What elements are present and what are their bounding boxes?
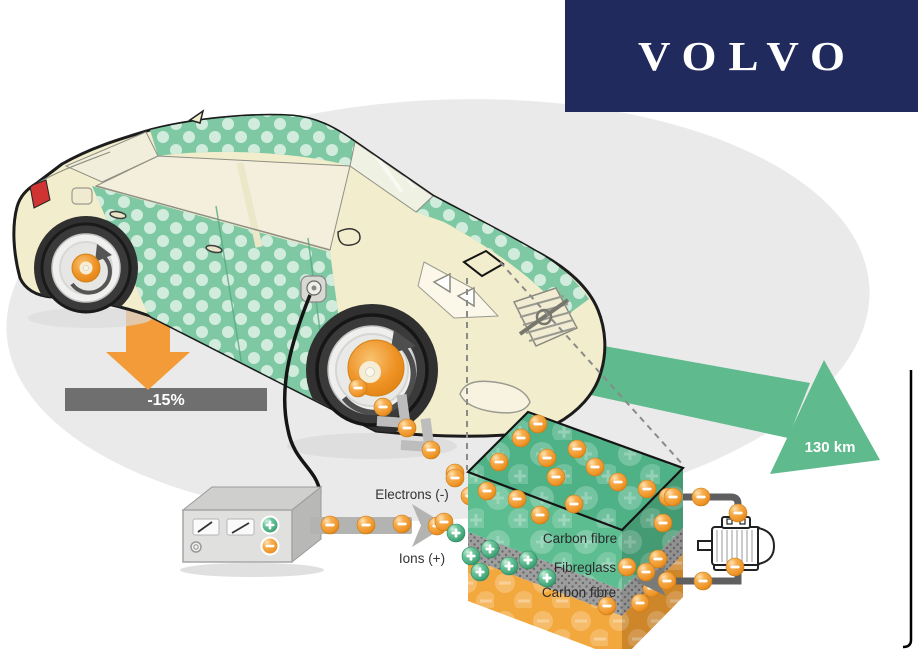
grille [512,287,579,347]
electron-icon [657,571,677,591]
electron-icon [477,481,497,501]
electric-motor-icon [697,516,776,571]
ion-icon [518,550,538,570]
rear-wheel-shadow [28,308,152,328]
electron-icon [653,513,673,533]
charging-cable [282,294,322,493]
motor-circuit [635,487,776,596]
front-wheel-hub-motor [315,313,429,427]
charge-port [300,275,327,303]
electron-icon [511,428,531,448]
electron-icon [320,515,340,535]
ion-icon [470,562,490,582]
ion-icon [461,546,481,566]
drl-triangle [432,272,451,294]
electron-icon [663,487,683,507]
electron-icon [392,514,412,534]
electron-icon [728,503,748,523]
electron-icon [421,440,441,460]
electron-icon [528,414,548,434]
rear-wheel [40,222,132,314]
layer-label-middle: Fibreglass [554,560,617,575]
electron-icon [693,571,713,591]
trunk-seam [35,151,111,185]
electron-flow-from-wheel [348,378,480,506]
ion-icon [446,523,466,543]
arrow-left-icon [635,566,666,596]
electron-icon [507,489,527,509]
electron-icon [637,479,657,499]
ion-icon [480,539,500,559]
layer-label-top: Carbon fibre [543,531,617,546]
volvo-banner: VOLVO [565,0,918,112]
battery-panel-block: Carbon fibre Fibreglass Carbon fibre [434,410,685,649]
door-seam [215,205,243,367]
electron-icon [356,515,376,535]
electron-icon [373,397,393,417]
electron-icon [348,378,368,398]
ions-label: Ions (+) [399,551,445,566]
electron-icon [636,562,656,582]
weight-badge-bar [65,388,267,411]
electron-icon [397,418,417,438]
car-illustration [12,109,607,493]
fuel-door [71,187,93,205]
electron-icon [564,494,584,514]
antenna-fin [188,109,205,124]
electron-icon [608,472,628,492]
volvo-iron-mark-band [518,298,570,336]
ion-icon [499,556,519,576]
fog-lamp [459,380,531,414]
electron-icon [630,593,650,613]
electron-icon [537,448,557,468]
weight-badge-label: -15% [147,392,184,409]
electrons-label: Electrons (-) [375,487,449,502]
door-handle [205,244,223,254]
electron-icon [617,557,637,577]
electron-icon [585,457,605,477]
headlight [417,261,500,319]
slide-border [902,370,913,649]
volvo-iron-mark [535,308,553,326]
electron-icon [445,468,465,488]
electron-icon [691,487,711,507]
volvo-logo: VOLVO [637,33,858,79]
taillight [29,179,51,209]
callout-dashed-lines [466,261,685,470]
range-arrow: 130 km [540,336,880,474]
layer-label-bottom: Carbon fibre [542,585,616,600]
front-wheel-shadow [287,433,457,459]
b-pillar [236,162,263,248]
electron-icon [489,452,509,472]
range-label: 130 km [805,439,856,456]
door-handle [109,210,127,220]
rotation-arrow-icon [70,254,112,295]
power-button-icon [190,541,202,553]
electron-icon [567,439,587,459]
electron-icon [530,505,550,525]
electron-icon [725,557,745,577]
side-mirror [337,228,361,246]
electron-icon [546,467,566,487]
charger-unit [180,485,324,577]
beltline [95,185,331,251]
electron-track: Electrons (-) Ions (+) [310,487,449,566]
rear-quarter-window [64,131,159,183]
